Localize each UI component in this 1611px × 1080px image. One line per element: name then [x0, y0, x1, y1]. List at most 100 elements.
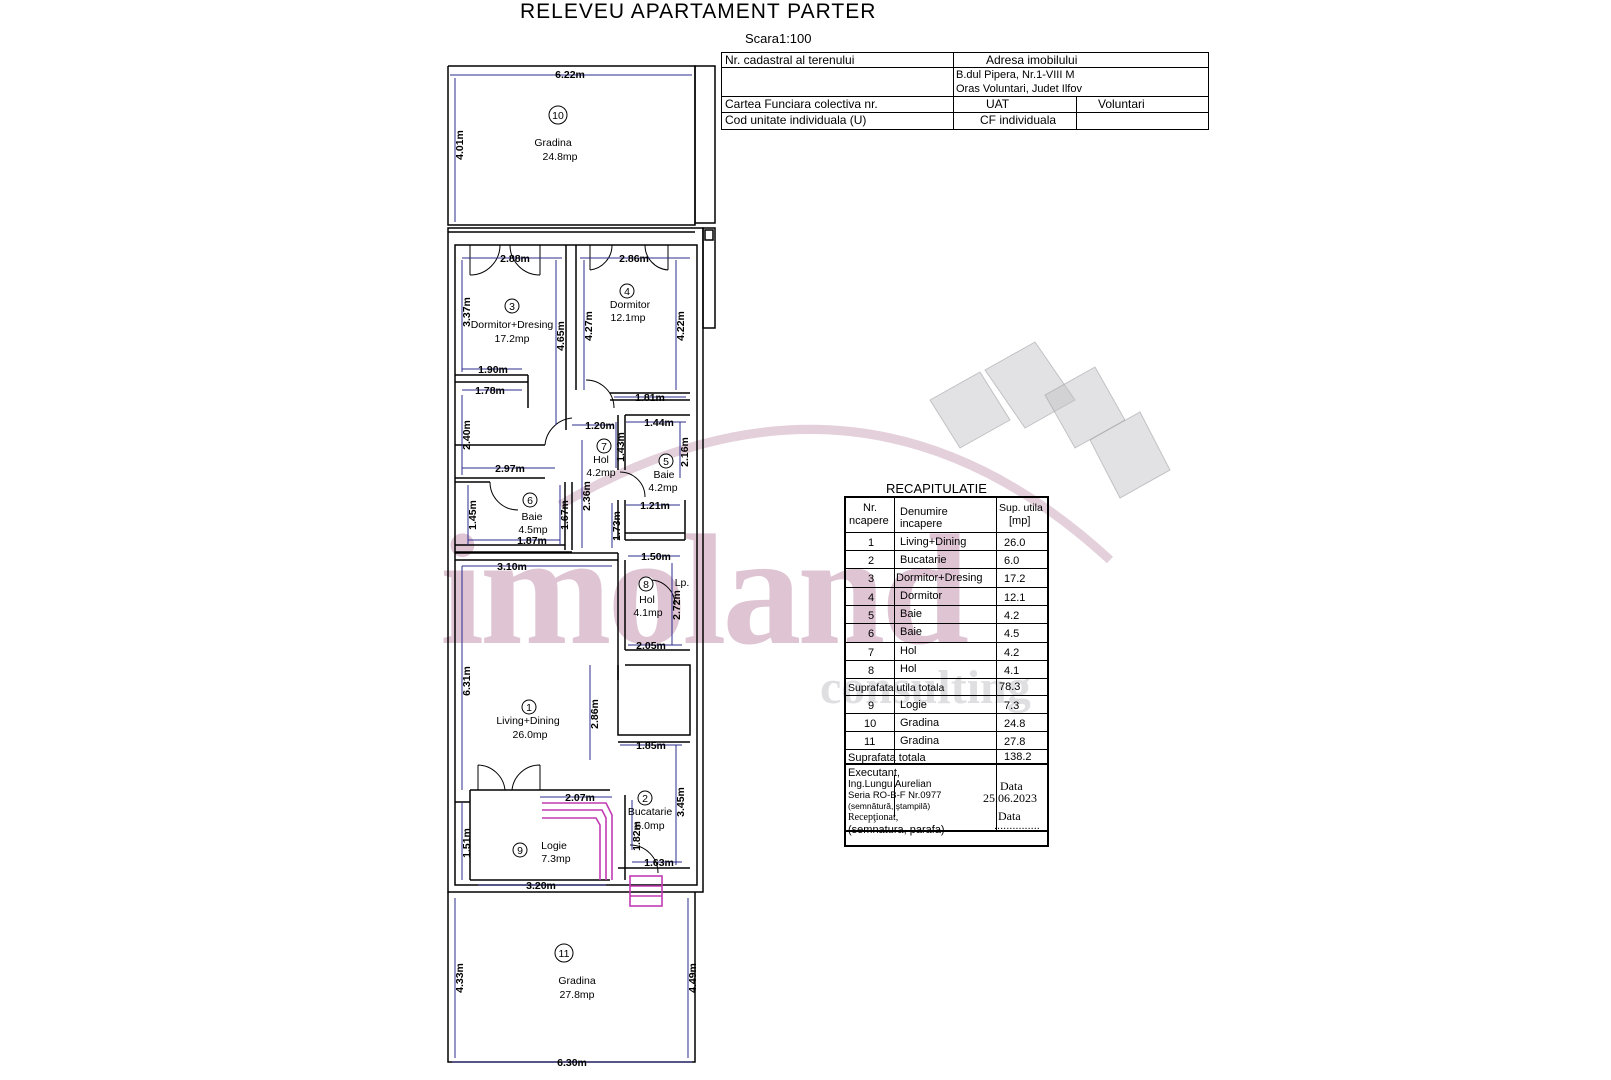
dimension-label: 2.72m: [671, 590, 683, 620]
room-number: 1: [526, 702, 532, 714]
recap-table: Nr. ncapere Denumire incapere Sup. utila…: [844, 496, 1049, 847]
room-name: Gradina: [558, 975, 596, 987]
room-area: 4.5mp: [518, 524, 547, 536]
utila-label: Suprafata utila totala: [848, 682, 945, 694]
dimension-label: 2.07m: [565, 792, 595, 804]
recap-nr: 5: [868, 610, 875, 622]
recap-name: Gradina: [900, 717, 940, 729]
dimension-label: 2.86m: [589, 699, 601, 729]
recap-area: 4.1: [1004, 665, 1020, 677]
recap-area: 4.2: [1004, 647, 1020, 659]
dimension-label: 1.90m: [478, 364, 508, 376]
dimension-label: 1.50m: [641, 551, 671, 563]
small-label: Lp.: [675, 577, 690, 589]
col-nr-line1: Nr.: [863, 502, 878, 514]
page-title: RELEVEU APARTAMENT PARTER: [520, 0, 877, 23]
room-number: 2: [642, 793, 648, 805]
room-name: Baie: [653, 469, 674, 481]
dimension-label: 1.21m: [640, 500, 670, 512]
cf-colectiva-label: Cartea Funciara colectiva nr.: [725, 97, 878, 111]
room-area: 4.2mp: [586, 467, 615, 479]
recap-name: Gradina: [900, 735, 940, 747]
room-area: 12.1mp: [610, 312, 645, 324]
dimension-label: 6.22m: [555, 69, 585, 81]
recap-area: 17.2: [1004, 573, 1026, 585]
recap-title: RECAPITULATIE: [886, 481, 987, 496]
recap-area: 6.0: [1004, 555, 1020, 567]
executant-sign: (semnătură, ştampilă): [848, 801, 931, 811]
dimension-label: 2.05m: [636, 640, 666, 652]
recap-nr: 10: [864, 718, 877, 730]
room-area: 27.8mp: [559, 989, 594, 1001]
recap-name: Hol: [900, 663, 917, 675]
dimension-label: 1.20m: [585, 420, 615, 432]
room-number: 6: [527, 495, 533, 507]
col-area-line2: [mp]: [1009, 515, 1031, 527]
dimension-label: 6.30m: [557, 1057, 587, 1069]
cadastral-label: Nr. cadastral al terenului: [725, 53, 855, 67]
col-area-line1: Sup. utila: [999, 502, 1043, 514]
totala-label: Suprafata totala: [848, 752, 926, 764]
recap-name: Dormitor: [900, 590, 943, 602]
room-area: 7.3mp: [541, 853, 570, 865]
recap-nr: 3: [868, 573, 875, 585]
room-number: 10: [552, 110, 564, 122]
executant-label: Executant,: [848, 767, 900, 779]
recap-name: Baie: [900, 608, 923, 620]
recap-name: Baie: [900, 626, 923, 638]
cod-unitate-label: Cod unitate individuala (U): [725, 113, 867, 127]
dimension-label: 1.63m: [644, 857, 674, 869]
dimension-label: 4.01m: [454, 130, 466, 160]
dimension-label: 4.33m: [454, 963, 466, 993]
executant-serie: Seria RO-B-F Nr.0977: [848, 790, 942, 801]
dimension-lines: [450, 74, 692, 1063]
recap-name: Living+Dining: [900, 536, 967, 548]
recap-name: Bucatarie: [900, 554, 947, 566]
totala-value: 138.2: [1004, 751, 1032, 763]
col-nr-line2: ncapere: [849, 515, 889, 527]
dimension-label: 1.43m: [615, 432, 627, 462]
data-dots: ...............: [994, 820, 1040, 832]
dimension-label: 4.49m: [687, 963, 699, 993]
address-line1: B.dul Pipera, Nr.1-VIII M: [956, 69, 1075, 81]
doors: [469, 244, 676, 874]
dimension-label: 1.87m: [517, 535, 547, 547]
room-name: Logie: [541, 840, 567, 852]
room-name: Living+Dining: [496, 715, 559, 727]
dimension-label: 4.27m: [583, 311, 595, 341]
recap-area: 4.5: [1004, 628, 1020, 640]
data-label-2: Data: [998, 809, 1021, 823]
receptionat-label: Recepţionat,: [848, 812, 899, 823]
recap-area: 12.1: [1004, 592, 1026, 604]
col-name-line1: Denumire: [900, 506, 948, 518]
recap-nr: 2: [868, 555, 875, 567]
address-label: Adresa imobilului: [986, 53, 1078, 67]
room-name: Baie: [521, 511, 542, 523]
receptionat-sign: (semnatura, parafa): [848, 824, 945, 836]
dimension-label: 6.31m: [461, 666, 473, 696]
dimension-label: 1.51m: [461, 828, 473, 858]
recap-name: Logie: [900, 699, 927, 711]
recap-nr: 4: [868, 592, 875, 604]
room-area: 6.0mp: [635, 820, 664, 832]
dimension-label: 2.88m: [500, 253, 530, 265]
dimension-label: 1.78m: [475, 385, 505, 397]
room-name: Dormitor+Dresing: [471, 319, 554, 331]
room-area: 4.1mp: [633, 607, 662, 619]
col-name-line2: incapere: [900, 518, 943, 530]
recap-nr: 7: [868, 647, 875, 659]
room-area: 24.8mp: [542, 151, 577, 163]
dimension-label: 1.82m: [631, 821, 643, 851]
dimension-label: 4.65m: [555, 321, 567, 351]
room-number: 7: [601, 441, 607, 453]
scale-label: Scara1:100: [745, 31, 812, 46]
room-name: Hol: [639, 594, 655, 606]
recap-area: 27.8: [1004, 736, 1026, 748]
dimension-label: 4.22m: [675, 311, 687, 341]
info-table: Nr. cadastral al terenului Adresa imobil…: [721, 52, 1209, 130]
room-area: 26.0mp: [512, 729, 547, 741]
address-line2: Oras Voluntari, Judet Ilfov: [956, 83, 1082, 95]
recap-area: 26.0: [1004, 537, 1026, 549]
room-number: 3: [509, 301, 515, 313]
dimension-label: 2.86m: [619, 253, 649, 265]
